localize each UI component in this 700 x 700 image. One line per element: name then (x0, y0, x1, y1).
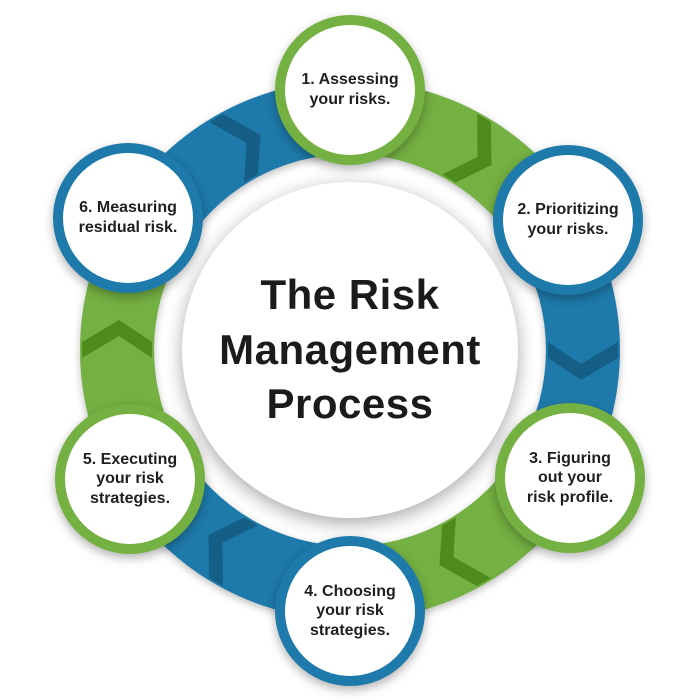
step-circle-6: 6. Measuring residual risk. (53, 143, 203, 293)
diagram-title: The Risk Management Process (219, 271, 481, 428)
step-circle-1: 1. Assessing your risks. (275, 15, 425, 165)
step-label-6: 6. Measuring residual risk. (78, 199, 178, 236)
step-label-3: 3. Figuring out your risk profile. (526, 449, 614, 506)
step-circle-4: 4. Choosing your risk strategies. (275, 536, 425, 686)
step-label-2: 2. Prioritizing your risks. (517, 201, 619, 238)
step-circle-3: 3. Figuring out your risk profile. (495, 403, 645, 553)
center-circle: The Risk Management Process (182, 182, 518, 518)
step-label-1: 1. Assessing your risks. (301, 71, 399, 108)
step-label-4: 4. Choosing your risk strategies. (304, 582, 396, 639)
step-label-5: 5. Executing your risk strategies. (82, 450, 178, 507)
step-circle-5: 5. Executing your risk strategies. (55, 404, 205, 554)
step-circle-2: 2. Prioritizing your risks. (493, 145, 643, 295)
